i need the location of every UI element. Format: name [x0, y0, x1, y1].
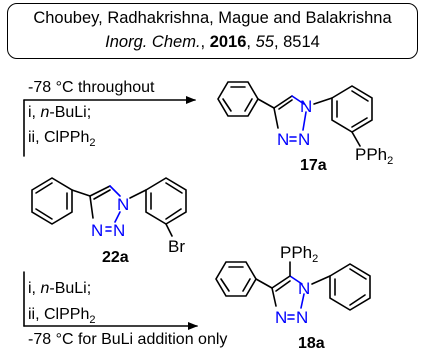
bottom-reagent-1: i, n-BuLi;	[28, 280, 92, 297]
top-reaction-arrow	[23, 96, 196, 157]
n1-atom: N	[298, 279, 310, 298]
pph2-group: PPh2	[355, 145, 393, 167]
compound-17a-label: 17a	[300, 157, 327, 174]
reference-box: Choubey, Radhakrishna, Mague and Balakri…	[7, 3, 418, 59]
reference-journal: Inorg. Chem.	[105, 33, 201, 51]
bottom-reagent-2: ii, ClPPh2	[28, 306, 96, 327]
reference-page: 8514	[283, 33, 320, 51]
n1-atom: N	[117, 195, 129, 214]
reference-authors: Choubey, Radhakrishna, Mague and Balakri…	[33, 9, 392, 27]
n2-atom: N	[296, 308, 308, 327]
n3-atom: N	[275, 308, 287, 327]
reference-citation: Inorg. Chem., 2016, 55, 8514	[105, 33, 320, 51]
top-condition: -78 °C throughout	[28, 79, 155, 96]
n3-atom: N	[277, 130, 289, 149]
compound-18a-structure: N N N PPh2 18a	[215, 243, 371, 352]
pph2-group: PPh2	[280, 243, 318, 265]
compound-17a-structure: N N N PPh2 17a	[217, 81, 393, 174]
reference-year: 2016	[209, 33, 247, 51]
compound-18a-label: 18a	[298, 335, 325, 352]
compound-22a-label: 22a	[102, 249, 129, 266]
top-reagent-2: ii, ClPPh2	[28, 129, 96, 150]
br-atom: Br	[168, 237, 185, 256]
n3-atom: N	[91, 221, 103, 240]
compound-22a-structure: N N N Br 22a	[31, 177, 187, 266]
top-reagent-1: i, n-BuLi;	[28, 104, 92, 121]
n2-atom: N	[298, 130, 310, 149]
n2-atom: N	[113, 221, 125, 240]
bottom-reaction-arrow	[23, 271, 198, 330]
n1-atom: N	[300, 97, 312, 116]
reference-volume: 55	[255, 33, 274, 51]
bottom-condition: -78 °C for BuLi addition only	[28, 331, 228, 348]
